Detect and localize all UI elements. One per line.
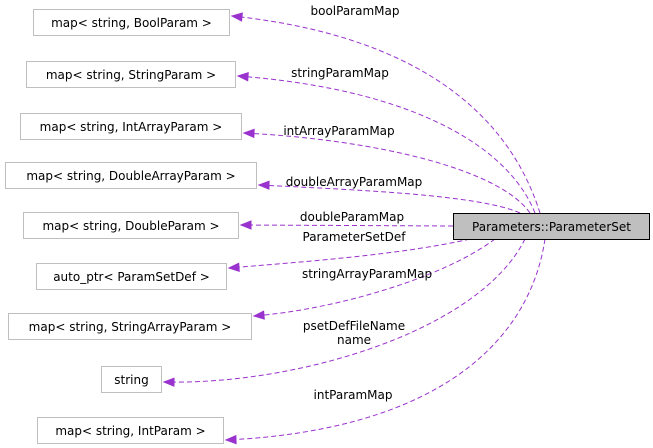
node-label: map< string, StringArrayParam > bbox=[29, 320, 232, 334]
node-autoptr[interactable]: auto_ptr< ParamSetDef > bbox=[36, 263, 227, 290]
edge-line bbox=[163, 238, 526, 383]
edge-label: psetDefFileName bbox=[303, 319, 405, 333]
edge-line bbox=[243, 132, 531, 214]
edge-line bbox=[258, 184, 521, 214]
arrowhead bbox=[252, 310, 265, 320]
edge-label: intArrayParamMap bbox=[283, 124, 394, 138]
node-intarray[interactable]: map< string, IntArrayParam > bbox=[20, 113, 242, 140]
node-bool[interactable]: map< string, BoolParam > bbox=[33, 9, 230, 36]
arrowhead bbox=[239, 220, 252, 230]
node-box bbox=[26, 61, 236, 88]
arrowhead bbox=[236, 72, 249, 82]
arrowhead bbox=[242, 128, 255, 139]
edge-label: doubleParamMap bbox=[300, 210, 404, 224]
node-label: map< string, DoubleArrayParam > bbox=[26, 169, 235, 183]
node-label: map< string, IntParam > bbox=[55, 424, 205, 438]
edge-label: intParamMap bbox=[314, 388, 393, 402]
node-box bbox=[36, 263, 227, 290]
edge-dblarray: doubleArrayParamMap bbox=[257, 175, 521, 214]
edge-intarray: intArrayParamMap bbox=[242, 124, 531, 214]
edge-line bbox=[240, 224, 454, 227]
edge-line bbox=[237, 75, 536, 214]
node-label: string bbox=[114, 373, 148, 387]
node-box bbox=[37, 417, 224, 444]
edge-bool: boolParamMap bbox=[230, 4, 541, 214]
node-box bbox=[101, 366, 162, 393]
edge-autoptr: ParameterSetDef bbox=[227, 230, 471, 272]
node-box bbox=[453, 213, 650, 240]
arrowhead bbox=[257, 180, 270, 190]
node-label: map< string, StringParam > bbox=[46, 68, 216, 82]
edge-line bbox=[228, 238, 471, 269]
node-box bbox=[23, 212, 239, 239]
edge-string: stringParamMap bbox=[236, 66, 536, 214]
edge-line bbox=[253, 238, 496, 317]
node-str[interactable]: string bbox=[101, 366, 162, 393]
arrowhead bbox=[224, 434, 237, 445]
edge-int: intParamMap bbox=[224, 238, 546, 445]
node-label: map< string, DoubleParam > bbox=[42, 219, 219, 233]
edge-label: doubleArrayParamMap bbox=[286, 175, 423, 189]
node-dbl[interactable]: map< string, DoubleParam > bbox=[23, 212, 239, 239]
node-strarray[interactable]: map< string, StringArrayParam > bbox=[8, 313, 252, 340]
node-box bbox=[5, 162, 257, 189]
node-box bbox=[33, 9, 230, 36]
arrowhead bbox=[162, 377, 175, 387]
edge-label: boolParamMap bbox=[311, 4, 400, 18]
node-dblarray[interactable]: map< string, DoubleArrayParam > bbox=[5, 162, 257, 189]
node-main[interactable]: Parameters::ParameterSet bbox=[453, 213, 650, 240]
node-label: auto_ptr< ParamSetDef > bbox=[53, 270, 210, 284]
arrowhead bbox=[230, 12, 243, 22]
edge-label: stringArrayParamMap bbox=[302, 267, 432, 281]
node-string[interactable]: map< string, StringParam > bbox=[26, 61, 236, 88]
edge-dbl: doubleParamMap bbox=[239, 210, 454, 230]
nodes-layer: map< string, BoolParam > map< string, Str… bbox=[5, 9, 650, 444]
edge-line bbox=[225, 238, 546, 441]
node-label: map< string, IntArrayParam > bbox=[40, 120, 223, 134]
node-label: Parameters::ParameterSet bbox=[472, 220, 631, 234]
edge-label: ParameterSetDef bbox=[303, 230, 407, 244]
edge-strarray: stringArrayParamMap bbox=[252, 238, 496, 320]
edge-label: name bbox=[337, 333, 371, 347]
node-box bbox=[20, 113, 242, 140]
node-int[interactable]: map< string, IntParam > bbox=[37, 417, 224, 444]
node-box bbox=[8, 313, 252, 340]
edges-layer: boolParamMap stringParamMap intArrayParamM… bbox=[162, 4, 546, 445]
edge-line bbox=[231, 15, 541, 214]
edge-label: stringParamMap bbox=[291, 66, 389, 80]
arrowhead bbox=[227, 262, 240, 272]
node-label: map< string, BoolParam > bbox=[51, 16, 212, 30]
